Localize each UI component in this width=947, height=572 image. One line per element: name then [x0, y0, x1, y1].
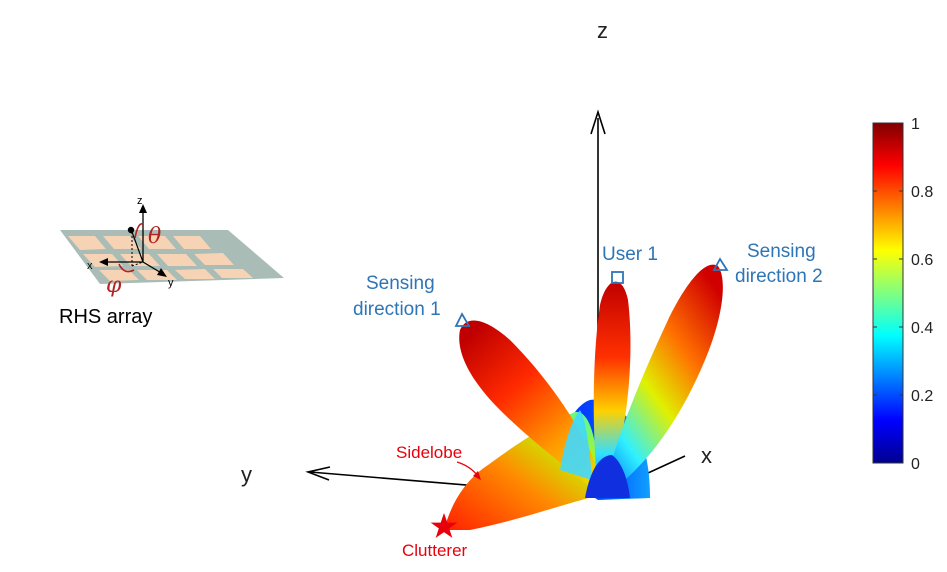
sidelobe-pointer-arrow [456, 461, 479, 477]
z-axis-label: z [597, 18, 608, 43]
colorbar-tick-label: 0.8 [911, 184, 933, 201]
sensing-direction-1-label-line1: Sensing [366, 273, 435, 294]
colorbar-tick-label: 0.6 [911, 252, 933, 269]
inset-x-label: x [87, 260, 93, 272]
rhs-array-caption: RHS array [59, 306, 152, 328]
sidelobe-pointer-head [473, 471, 481, 480]
rhs-elements [68, 236, 253, 281]
colorbar-ticks: 0 0.2 0.4 0.6 0.8 1 [873, 116, 933, 473]
clutterer-label: Clutterer [402, 541, 468, 560]
sensing-direction-2-label-line1: Sensing [747, 241, 816, 262]
rhs-array-inset: z x y θ φ RHS array [59, 195, 284, 328]
colorbar-gradient [872, 122, 904, 464]
inset-y-arrowhead [157, 268, 167, 277]
inset-z-label: z [137, 195, 143, 207]
inset-projection-dashed-2 [131, 261, 144, 267]
sensing-direction-2-label-line2: direction 2 [735, 266, 823, 287]
theta-arc [134, 222, 144, 239]
inset-direction-point [127, 226, 135, 234]
annotations: Sensing direction 1 User 1 Sensing direc… [353, 241, 823, 560]
inset-y-label: y [168, 277, 174, 289]
main-lobe-sensing-direction-2 [602, 264, 723, 497]
markers [430, 257, 729, 538]
main-lobe-user-1 [593, 281, 631, 497]
colorbar-tick-label: 0.4 [911, 320, 933, 337]
user-1-label: User 1 [602, 244, 658, 265]
inner-lobe-cyan [560, 410, 592, 480]
x-axis-label: x [701, 443, 712, 468]
colorbar-tick-label: 0.2 [911, 388, 933, 405]
phi-symbol: φ [106, 273, 122, 298]
inset-z-arrowhead [139, 204, 147, 213]
z-axis-arrowhead [590, 109, 606, 135]
clutterer-star-marker [430, 513, 458, 538]
sensing-direction-1-label-line2: direction 1 [353, 299, 441, 320]
phi-arc [118, 263, 135, 273]
colorbar-tick-label: 0 [911, 456, 920, 473]
sensing-direction-1-marker [454, 312, 471, 327]
beam-pattern [444, 264, 723, 530]
colorbar-tick-label: 1 [911, 116, 920, 133]
sensing-direction-2-marker [712, 257, 729, 271]
inset-x-arrowhead [99, 258, 108, 266]
theta-symbol: θ [148, 224, 161, 249]
user-1-marker [611, 271, 624, 284]
y-axis-label: y [241, 462, 252, 487]
sidelobe-label: Sidelobe [396, 443, 462, 462]
near-origin-blue [585, 455, 630, 498]
colorbar: 0 0.2 0.4 0.6 0.8 1 [872, 116, 933, 473]
y-axis-arrowhead [305, 466, 331, 481]
inset-direction-vector [131, 231, 144, 263]
